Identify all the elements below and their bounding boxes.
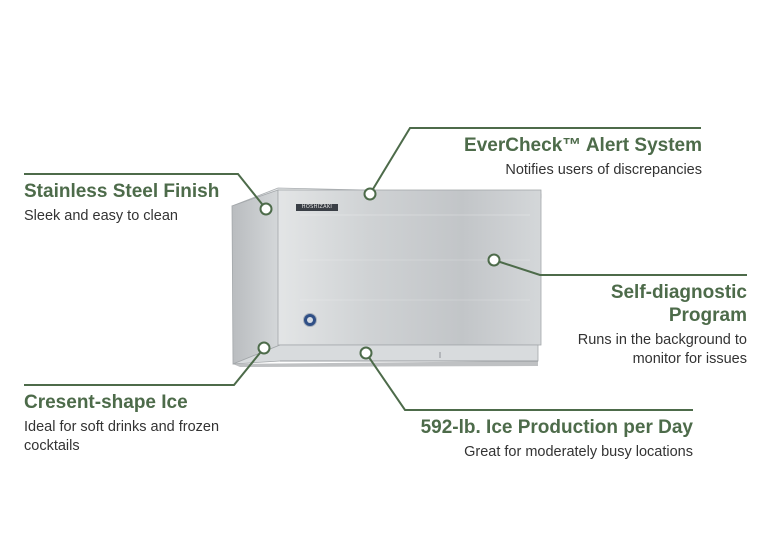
feature-evercheck: EverCheck™ Alert System Notifies users o…	[420, 134, 702, 180]
callout-lines	[24, 127, 747, 411]
feature-title: 592-lb. Ice Production per Day	[420, 417, 693, 438]
machine-body	[231, 187, 542, 367]
feature-self-diagnostic: Self-diagnostic Program Runs in the back…	[540, 281, 747, 369]
feature-description: Sleek and easy to clean	[24, 208, 178, 224]
feature-description: Notifies users of discrepancies	[505, 162, 702, 178]
brand-emblem-icon	[303, 313, 317, 327]
brand-plate: HOSHIZAKI	[296, 204, 338, 211]
callout-dot-evercheck	[363, 187, 377, 201]
feature-description: Ideal for soft drinks and frozen cocktai…	[24, 419, 220, 454]
callout-dot-stainless	[259, 202, 273, 216]
feature-title: Cresent-shape Ice	[24, 392, 188, 413]
feature-ice-production: 592-lb. Ice Production per Day Great for…	[400, 416, 693, 462]
callout-dot-ice-production	[359, 346, 373, 360]
feature-title: Stainless Steel Finish	[24, 181, 220, 202]
callout-dot-crescent	[257, 341, 271, 355]
feature-title: Self-diagnostic Program	[610, 282, 747, 326]
feature-description: Great for moderately busy locations	[464, 444, 693, 460]
feature-description: Runs in the background to monitor for is…	[577, 332, 747, 367]
feature-title: EverCheck™ Alert System	[464, 135, 702, 156]
feature-crescent-ice: Cresent-shape Ice Ideal for soft drinks …	[24, 391, 254, 456]
callout-dot-selfdiag	[487, 253, 501, 267]
feature-stainless-steel: Stainless Steel Finish Sleek and easy to…	[24, 180, 264, 226]
